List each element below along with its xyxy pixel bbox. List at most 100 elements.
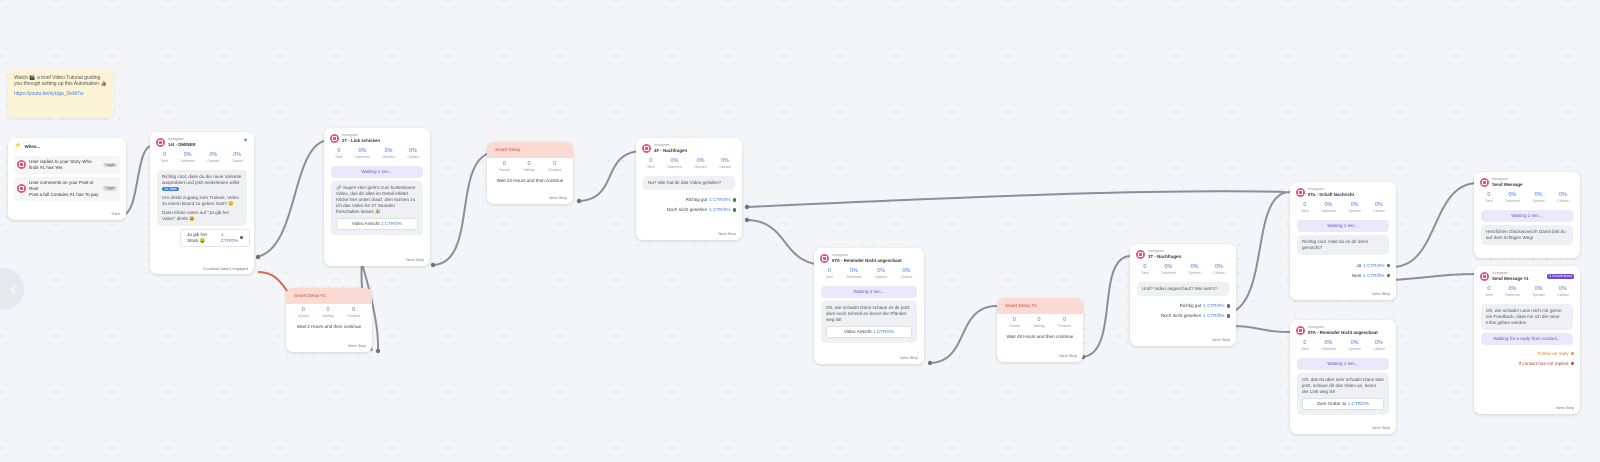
message-button[interactable]: Video Ansicht 1 CTR/0% <box>336 217 418 230</box>
message-bubble[interactable]: Oh, wie schade! Dann schaue es dir jetzt… <box>821 300 917 343</box>
delay-text: Wait 2 Hours and then continue <box>296 324 362 330</box>
next-step-label: Next Step <box>1372 290 1390 296</box>
button-label: Video Ansicht <box>843 328 872 334</box>
branch-no-reply[interactable]: If contact has not replied <box>1474 359 1580 369</box>
stat-label: Delivered <box>1321 347 1336 352</box>
stat-label: Delivered <box>667 165 682 170</box>
output-port[interactable] <box>1570 361 1574 366</box>
stat-label: Opened <box>1348 209 1361 214</box>
output-port[interactable] <box>1570 351 1574 356</box>
next-step-label: Next Step <box>549 194 567 200</box>
trigger-node[interactable]: ⚡ When... User replies to your Story Who… <box>8 138 126 220</box>
quick-reply-option[interactable]: Ja gib her Stück 🤑1 CTR/0% <box>180 228 250 247</box>
note-link[interactable]: https://youtu.be/xyUga_DeM7w <box>14 91 84 97</box>
trigger-item-text: User comments on your Post or Reel <box>29 179 94 191</box>
waiting-indicator: Waiting 1 sec... <box>1297 219 1389 232</box>
message-button[interactable]: Zum Grabe Ju 1 CTR/0% <box>1302 397 1384 410</box>
output-port[interactable] <box>1226 304 1230 308</box>
stat-label: Opened <box>1532 199 1545 204</box>
stat-sent: 0 <box>649 158 653 165</box>
message-text: 🔗 Super! Hier geht's zum kostenlosen Vid… <box>336 184 416 214</box>
trigger-item[interactable]: User replies to your Story Who finds #1 … <box>14 155 120 174</box>
instagram-icon <box>156 137 165 147</box>
branch-on-reply[interactable]: Follow on reply <box>1474 349 1580 359</box>
wire-n6-n9 <box>1391 273 1479 281</box>
message-text: Oh, das ist aber sehr schade! Dann lass … <box>1302 376 1384 394</box>
instagram-icon <box>17 160 26 170</box>
delay-text: Wait 22 Hours and then continue <box>496 178 564 184</box>
delay-title: Smart Delay #1 <box>997 298 1083 314</box>
stat-clicked: 0% <box>409 148 417 155</box>
message-bubble[interactable]: Richtig cool. Hast du es dir denn gemach… <box>1297 234 1389 255</box>
message-bubble[interactable]: Herzlichen Glückwunsch! Damit bist du au… <box>1481 224 1573 245</box>
output-port[interactable] <box>1226 314 1230 318</box>
stat-label: Opened <box>874 275 888 280</box>
output-port[interactable] <box>732 198 736 202</box>
node-platform: Instagram <box>342 133 358 137</box>
message-bubble[interactable]: Na? Wie hat dir das Video gefallen? <box>643 175 735 190</box>
node-platform: Instagram <box>168 137 184 141</box>
chevron-left-icon: ‹ <box>10 278 16 299</box>
wire-d3-n5 <box>1081 255 1131 358</box>
output-port[interactable] <box>732 208 736 212</box>
delay-stat: 0 <box>1012 316 1016 323</box>
node-platform: Instagram <box>1308 325 1324 329</box>
stat-sent: 0 <box>1487 192 1491 199</box>
stat-label: Sent <box>1301 209 1309 214</box>
stat-sent: 0 <box>1143 264 1147 271</box>
output-port[interactable] <box>240 235 243 240</box>
node-name: 1st - DM/NER <box>168 141 196 147</box>
output-port[interactable] <box>1386 273 1390 278</box>
trigger-item-badge: Toggle <box>103 162 117 167</box>
delay-title: Smart Delay #1 <box>286 288 372 304</box>
wire-n5-n7 <box>1229 325 1291 333</box>
next-step-label: Next Step <box>1212 336 1230 342</box>
message-bubble[interactable]: Oh, das ist aber sehr schade! Dann lass … <box>1297 372 1389 415</box>
node-name: 2T - Link schicken <box>342 137 381 143</box>
stat-opened: 0% <box>1190 264 1199 271</box>
message-button[interactable]: Video Ansicht 1 CTR/0% <box>826 325 912 338</box>
option-label: Richtig gut <box>685 196 708 202</box>
output-port[interactable] <box>1386 263 1390 268</box>
wire-n5-n6 <box>1229 191 1291 314</box>
message-bubble[interactable]: Oh, wie schade! Lass mich mir gerne ein … <box>1481 303 1573 330</box>
stat-label: Clicked <box>1213 271 1225 276</box>
stat-opened: 0% <box>1534 192 1543 199</box>
next-step-label: Next Step <box>406 256 424 262</box>
stat-sent: 0 <box>163 152 167 159</box>
message-bubble[interactable]: 🔗 Super! Hier geht's zum kostenlosen Vid… <box>331 180 423 235</box>
message-text: Dann klicke unten auf "Ja gib her Video"… <box>162 209 230 221</box>
message-bubble[interactable]: Richtig cool, dass du die neue Variante … <box>157 169 247 226</box>
option-ctr: 1 CTR/0% <box>709 196 731 202</box>
stat-label: Clicked <box>231 159 243 164</box>
wire-n3-n6 <box>745 190 1286 208</box>
delay-stat-label: Overall <box>498 167 510 172</box>
stat-opened: 0% <box>877 268 885 275</box>
option-ctr: 1 CTR/0% <box>1363 262 1385 268</box>
stat-label: Sent <box>1485 199 1493 204</box>
stat-delivered: 0% <box>358 148 367 155</box>
node-name: Send Message #1 <box>1492 275 1529 281</box>
delay-stat: 0 <box>502 160 506 167</box>
message-bubble[interactable]: Und? Video angeschaut? Wie war's? <box>1137 281 1229 296</box>
